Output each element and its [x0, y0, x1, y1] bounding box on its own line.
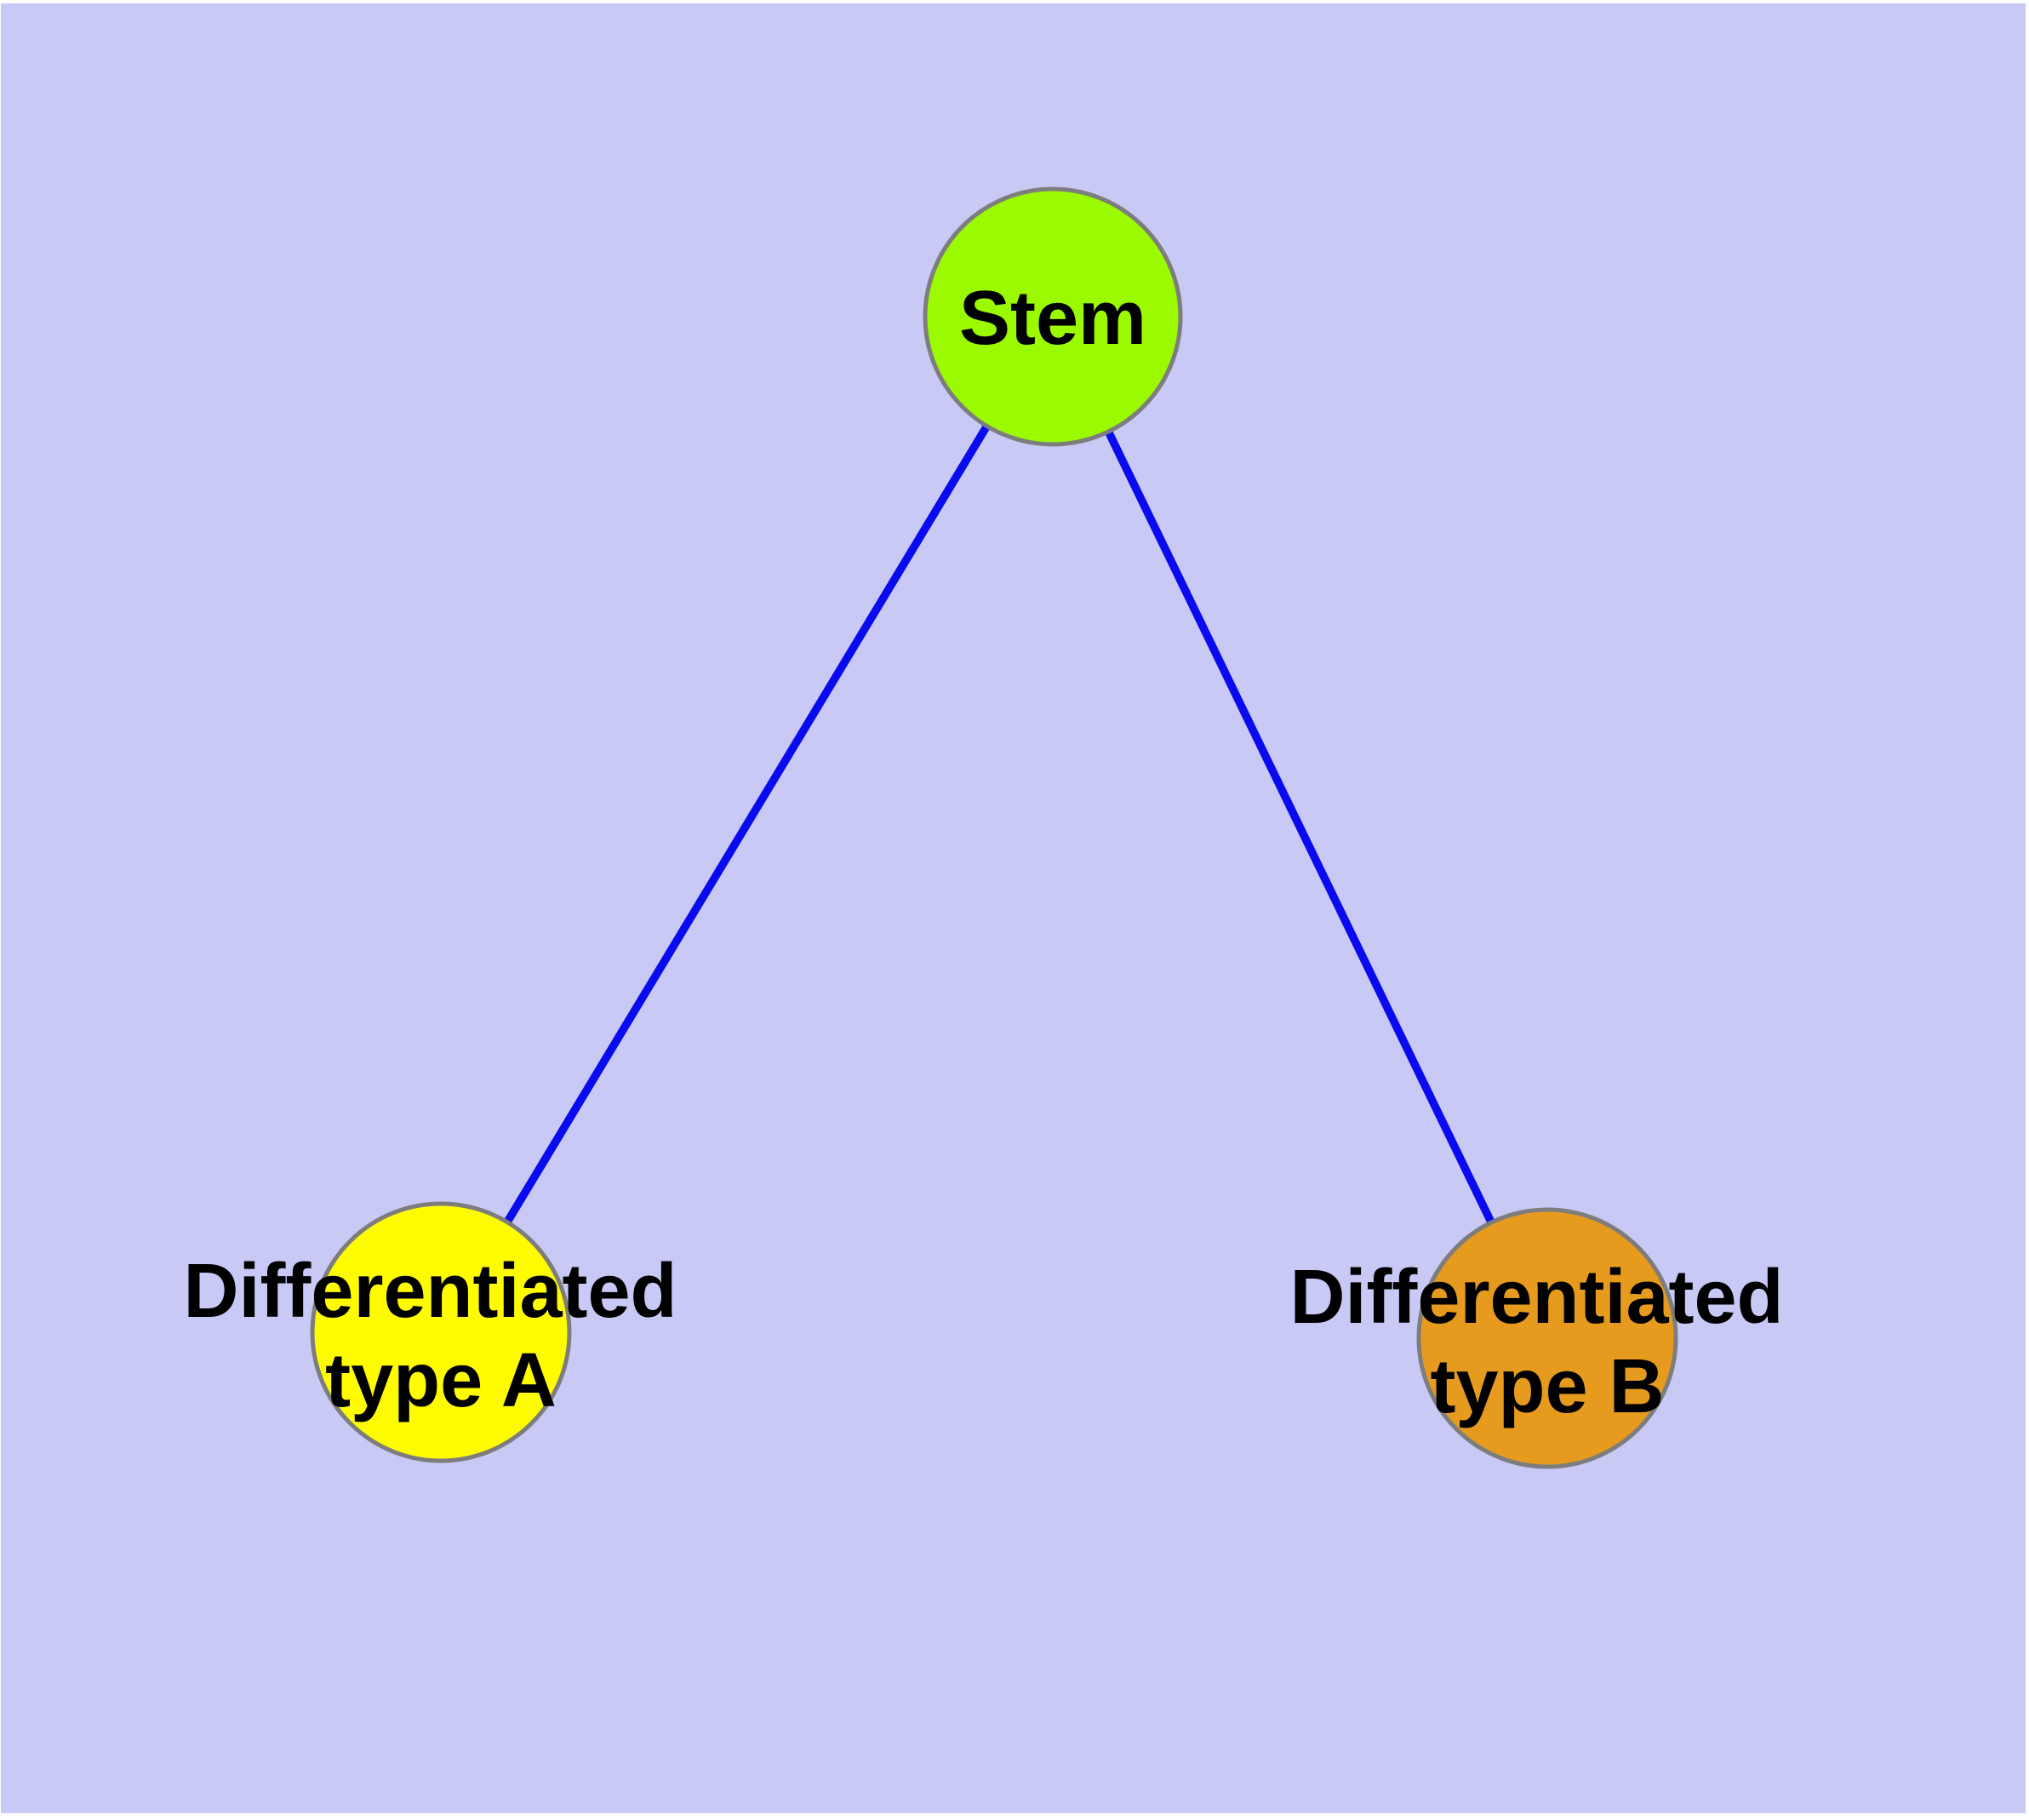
node-differentiated-type-a-label: Differentiated type A — [183, 1249, 698, 1423]
node-differentiated-type-b-label: Differentiated type B — [1289, 1255, 1804, 1429]
edge-stem-to-type-a — [437, 314, 1057, 1335]
node-differentiated-type-b-label-line-2: type B — [1430, 1344, 1664, 1429]
node-stem-label: Stem — [959, 276, 1146, 361]
edge-group — [437, 314, 1552, 1341]
node-differentiated-type-a-label-line-1: Differentiated — [183, 1249, 677, 1334]
node-group — [310, 186, 1678, 1469]
label-group: Stem Differentiated type A Differentiate… — [183, 276, 1804, 1429]
node-differentiated-type-b — [1416, 1207, 1678, 1469]
edge-stem-to-type-b — [1049, 314, 1552, 1341]
node-differentiated-type-a-label-line-2: type A — [325, 1338, 557, 1423]
node-stem-label-line: Stem — [959, 276, 1146, 361]
node-differentiated-type-a — [310, 1201, 572, 1463]
node-stem — [923, 186, 1183, 447]
node-differentiated-type-b-label-line-1: Differentiated — [1289, 1255, 1783, 1340]
